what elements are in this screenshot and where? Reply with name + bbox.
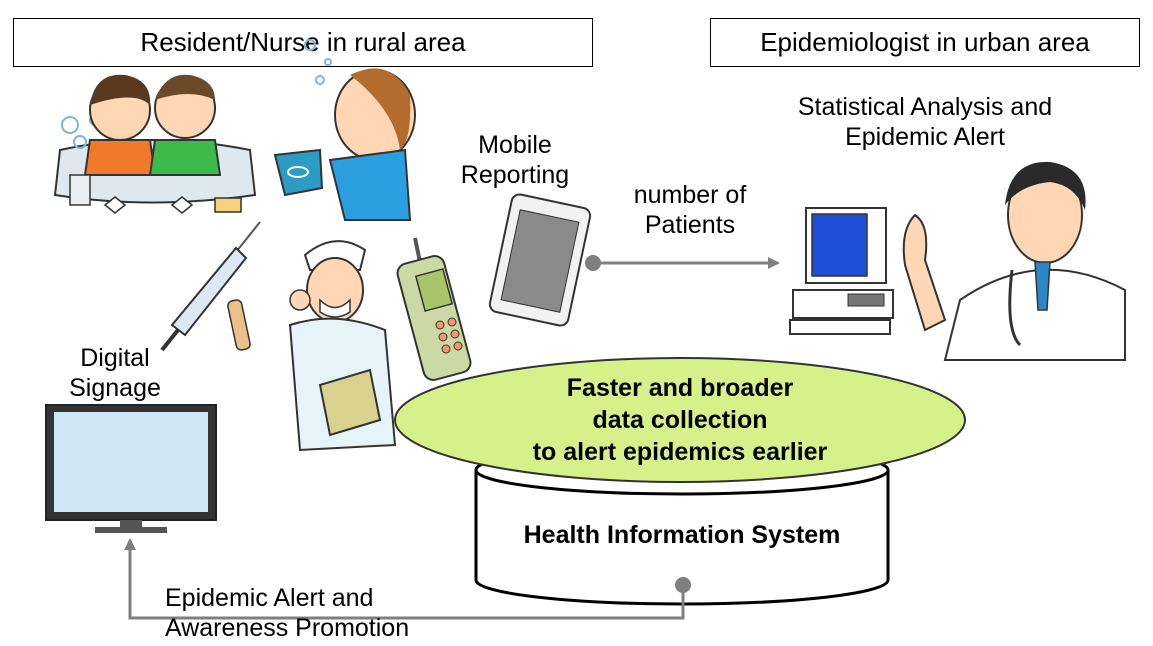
doctor-illustration bbox=[902, 161, 1126, 361]
digital-signage-label: Digital Signage bbox=[40, 343, 190, 403]
patients-line1: number of bbox=[633, 181, 747, 209]
analysis-line2: Epidemic Alert bbox=[845, 123, 1005, 151]
ellipse-line1: Faster and broader bbox=[566, 374, 794, 402]
mobile-phone-illustration bbox=[396, 237, 472, 381]
ellipse-line2: data collection bbox=[592, 406, 768, 434]
mobile-line1: Mobile bbox=[478, 131, 552, 159]
analysis-label: Statistical Analysis and Epidemic Alert bbox=[765, 92, 1085, 152]
alert-arrow-dot bbox=[675, 577, 691, 593]
alert-arrow bbox=[124, 538, 685, 620]
alert-label: Epidemic Alert and Awareness Promotion bbox=[165, 583, 409, 643]
syringe-illustration bbox=[160, 221, 261, 352]
signage-line1: Digital bbox=[80, 344, 150, 372]
patients-arrow-dot bbox=[585, 255, 601, 271]
patients-line2: Patients bbox=[644, 211, 736, 239]
signage-line2: Signage bbox=[69, 374, 161, 402]
analysis-line1: Statistical Analysis and bbox=[797, 93, 1053, 121]
urban-header-text: Epidemiologist in urban area bbox=[760, 27, 1090, 57]
tablet-illustration bbox=[488, 193, 592, 327]
urban-header: Epidemiologist in urban area bbox=[710, 18, 1140, 67]
alert-line1: Epidemic Alert and bbox=[165, 584, 374, 612]
ellipse-text: Faster and broader data collection to al… bbox=[430, 372, 930, 468]
db-label: Health Information System bbox=[523, 521, 841, 549]
mobile-line2: Reporting bbox=[460, 161, 570, 189]
nurse-illustration bbox=[288, 240, 397, 452]
gargling-boy-illustration bbox=[273, 39, 416, 221]
highlight-ellipse bbox=[394, 357, 966, 483]
patients-label: number of Patients bbox=[610, 180, 770, 240]
ellipse-line3: to alert epidemics earlier bbox=[532, 438, 828, 466]
computer-illustration bbox=[789, 207, 894, 335]
rural-header: Resident/Nurse in rural area bbox=[13, 18, 593, 67]
alert-line2: Awareness Promotion bbox=[165, 614, 410, 642]
mobile-reporting-label: Mobile Reporting bbox=[435, 130, 595, 190]
rural-header-text: Resident/Nurse in rural area bbox=[140, 27, 466, 57]
digital-signage-tv-illustration bbox=[45, 404, 217, 533]
handwashing-children-illustration bbox=[53, 74, 257, 214]
